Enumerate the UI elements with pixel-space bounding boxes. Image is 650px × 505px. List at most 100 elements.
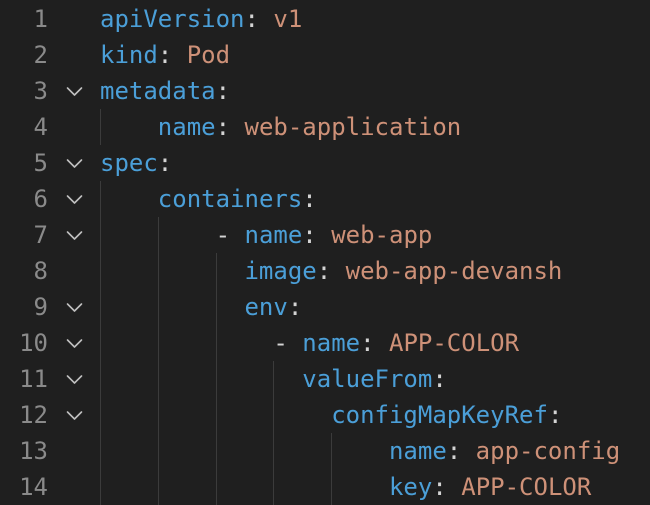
yaml-punctuation: : xyxy=(215,113,231,141)
indent-guide xyxy=(157,217,159,253)
code-line[interactable]: 8 image: web-app-devansh xyxy=(0,253,650,289)
indent-guide xyxy=(215,433,217,469)
indent-guide xyxy=(215,289,217,325)
code-line-content[interactable]: env: xyxy=(100,289,650,325)
fold-chevron-button[interactable] xyxy=(48,80,100,103)
code-line-content[interactable]: spec: xyxy=(100,145,650,181)
chevron-down-icon xyxy=(66,230,82,240)
yaml-key: name xyxy=(388,437,447,465)
indent-guide xyxy=(100,253,101,289)
yaml-value: web-app xyxy=(316,221,433,249)
code-text: containers: xyxy=(158,181,317,217)
indent-guide xyxy=(100,397,101,433)
fold-chevron-button[interactable] xyxy=(48,296,100,319)
line-number: 2 xyxy=(33,41,48,69)
yaml-value: v1 xyxy=(258,5,303,33)
fold-chevron-button[interactable] xyxy=(48,332,100,355)
code-text: name: web-application xyxy=(158,109,461,145)
indent-guide xyxy=(273,397,275,433)
indent-guide xyxy=(273,361,275,397)
fold-chevron-button[interactable] xyxy=(48,368,100,391)
indent-guide xyxy=(100,109,101,145)
code-text: metadata: xyxy=(100,73,230,109)
code-line-content[interactable]: configMapKeyRef: xyxy=(100,397,650,433)
code-line[interactable]: 14 key: APP-COLOR xyxy=(0,469,650,505)
code-line-content[interactable]: image: web-app-devansh xyxy=(100,253,650,289)
indent-guide xyxy=(100,181,101,217)
line-number: 11 xyxy=(19,365,48,393)
indent-guide xyxy=(100,361,101,397)
indent-guide xyxy=(157,325,159,361)
yaml-value: APP-COLOR xyxy=(446,473,592,501)
indent-guide xyxy=(157,433,159,469)
line-number: 8 xyxy=(33,257,48,285)
yaml-key: apiVersion xyxy=(100,5,245,33)
yaml-punctuation: : xyxy=(157,41,173,69)
chevron-down-icon xyxy=(66,86,82,96)
line-number: 9 xyxy=(33,293,48,321)
code-line-content[interactable]: apiVersion: v1 xyxy=(100,1,650,37)
indent-guide xyxy=(157,469,159,505)
code-line-content[interactable]: kind: Pod xyxy=(100,37,650,73)
code-text: image: web-app-devansh xyxy=(244,253,562,289)
yaml-key: spec xyxy=(100,149,158,177)
code-line[interactable]: 9 env: xyxy=(0,289,650,325)
yaml-punctuation: : xyxy=(432,473,447,501)
yaml-key: name xyxy=(302,329,361,357)
code-text: apiVersion: v1 xyxy=(100,1,302,37)
chevron-down-icon xyxy=(66,374,82,384)
fold-chevron-button[interactable] xyxy=(48,152,100,175)
code-line-content[interactable]: name: web-application xyxy=(100,109,650,145)
code-line[interactable]: 11 valueFrom: xyxy=(0,361,650,397)
fold-chevron-button[interactable] xyxy=(48,188,100,211)
code-line[interactable]: 5 spec: xyxy=(0,145,650,181)
yaml-value: Pod xyxy=(172,41,231,69)
indent-guide xyxy=(100,433,101,469)
yaml-value: app-config xyxy=(461,437,621,465)
yaml-key: env xyxy=(244,293,288,321)
line-number: 3 xyxy=(33,77,48,105)
code-line[interactable]: 2 kind: Pod xyxy=(0,37,650,73)
indent-guide xyxy=(157,397,159,433)
code-line-content[interactable]: - name: APP-COLOR xyxy=(100,325,650,361)
code-line-content[interactable]: valueFrom: xyxy=(100,361,650,397)
code-text: kind: Pod xyxy=(100,37,230,73)
code-line-content[interactable]: key: APP-COLOR xyxy=(100,469,650,505)
code-line[interactable]: 10- name: APP-COLOR xyxy=(0,325,650,361)
indent-guide xyxy=(215,325,217,361)
yaml-punctuation: : xyxy=(244,5,259,33)
indent-guide xyxy=(215,397,217,433)
fold-chevron-button[interactable] xyxy=(48,404,100,427)
line-number: 14 xyxy=(19,473,48,501)
yaml-key: name xyxy=(244,221,303,249)
code-line-content[interactable]: metadata: xyxy=(100,73,650,109)
yaml-punctuation: : xyxy=(432,365,447,393)
yaml-key: metadata xyxy=(100,77,216,105)
line-number: 12 xyxy=(19,401,48,429)
indent-guide xyxy=(100,469,101,505)
code-line-content[interactable]: name: app-config xyxy=(100,433,650,469)
code-line[interactable]: 12 configMapKeyRef: xyxy=(0,397,650,433)
indent-guide xyxy=(157,253,159,289)
indent-guide xyxy=(215,253,217,289)
line-number: 5 xyxy=(33,149,48,177)
chevron-down-icon xyxy=(66,302,82,312)
indent-guide xyxy=(331,433,333,469)
fold-chevron-button[interactable] xyxy=(48,224,100,247)
yaml-key: valueFrom xyxy=(302,365,433,393)
code-line-content[interactable]: - name: web-app xyxy=(100,217,650,253)
code-line[interactable]: 7- name: web-app xyxy=(0,217,650,253)
yaml-value: web-application xyxy=(230,113,462,141)
yaml-punctuation: : xyxy=(446,437,462,465)
indent-guide xyxy=(100,289,101,325)
yaml-punctuation: - xyxy=(215,221,245,249)
indent-guide xyxy=(100,217,101,253)
code-line-content[interactable]: containers: xyxy=(100,181,650,217)
indent-guide xyxy=(273,469,275,505)
code-line[interactable]: 3 metadata: xyxy=(0,73,650,109)
